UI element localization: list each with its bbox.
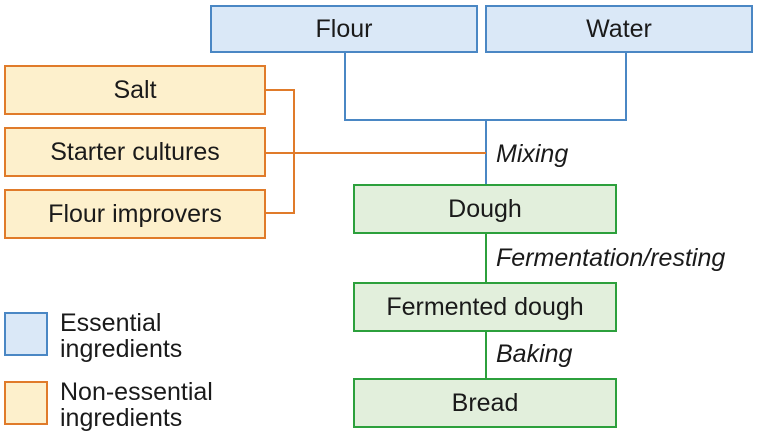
flour-connector [344, 52, 486, 121]
flour-improvers-label: Flour improvers [48, 199, 222, 228]
water-label: Water [586, 14, 652, 43]
water-connector [486, 52, 627, 121]
dough-label: Dough [448, 194, 522, 223]
salt-label: Salt [113, 75, 157, 104]
baking-step-label: Baking [496, 340, 573, 368]
salt-box: Salt [4, 65, 266, 115]
bread-label: Bread [451, 388, 519, 417]
legend-non-essential-line-1: Non-essential [60, 378, 213, 406]
fermentation-step-label: Fermentation/resting [496, 244, 726, 272]
fermented-dough-label: Fermented dough [386, 292, 584, 321]
legend-essential-swatch [4, 312, 48, 356]
fermented-dough-box: Fermented dough [353, 282, 617, 332]
legend-non-essential-swatch [4, 381, 48, 425]
legend-essential-line-2: ingredients [60, 335, 183, 363]
water-box: Water [485, 5, 753, 53]
legend-non-essential-line-2: ingredients [60, 404, 183, 432]
flour-improvers-box: Flour improvers [4, 189, 266, 239]
dough-box: Dough [353, 184, 617, 234]
starter-cultures-box: Starter cultures [4, 127, 266, 177]
legend-non-essential-text: Non-essential ingredients [60, 379, 213, 431]
bread-box: Bread [353, 378, 617, 428]
flour-label: Flour [315, 14, 373, 43]
legend-essential-text: Essential ingredients [60, 310, 182, 362]
non-essential-bracket [265, 89, 295, 214]
legend-essential-line-1: Essential [60, 309, 162, 337]
mixing-step-label: Mixing [496, 140, 569, 168]
flour-box: Flour [210, 5, 478, 53]
starter-cultures-label: Starter cultures [50, 137, 220, 166]
